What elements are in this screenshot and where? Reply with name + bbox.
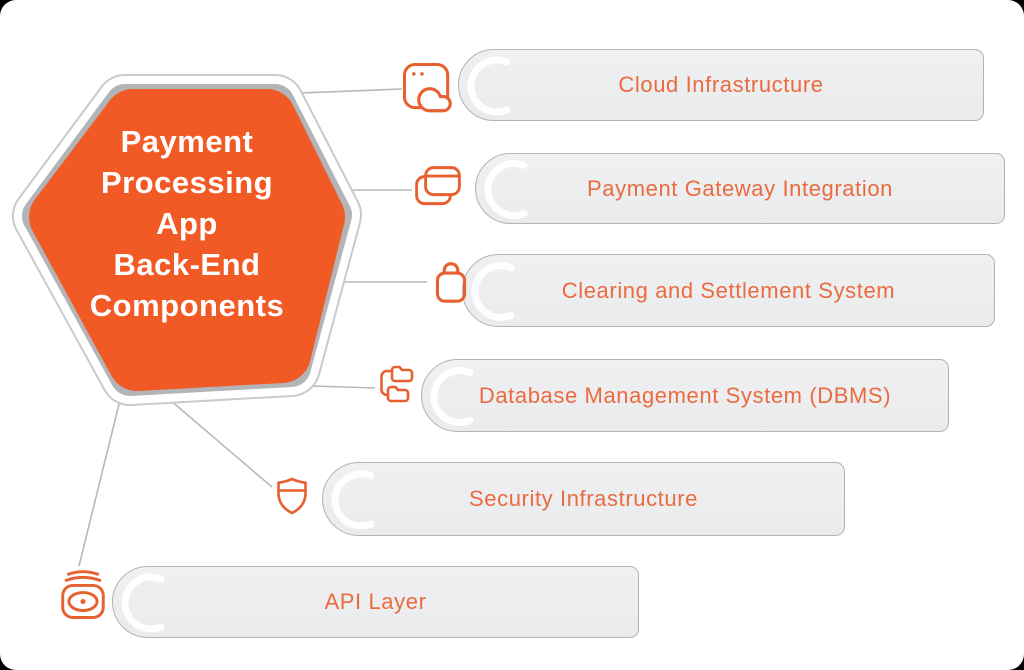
pill-highlight-arc <box>121 573 165 633</box>
component-pill: Payment Gateway Integration <box>475 153 1005 224</box>
hexagon-title-line: Processing <box>100 165 274 200</box>
component-pill-label: API Layer <box>324 589 427 614</box>
hexagon-title-line: App <box>156 206 218 241</box>
pill-highlight-arc <box>471 262 515 321</box>
component-pill: Security Infrastructure <box>322 462 845 536</box>
connector-line <box>169 399 273 488</box>
trash-bin-icon <box>426 259 476 309</box>
hexagon-title-line: Back-End <box>113 247 261 282</box>
component-pill-label: Cloud Infrastructure <box>618 72 824 97</box>
credit-cards-icon <box>411 162 465 216</box>
component-pill: API Layer <box>112 566 639 638</box>
pill-highlight-arc <box>430 367 474 426</box>
hexagon-title-line: Payment <box>120 124 254 159</box>
folder-tree-icon <box>372 363 420 411</box>
pill-highlight-arc <box>484 160 528 219</box>
connector-line <box>78 399 121 567</box>
cloud-app-icon <box>401 61 457 117</box>
component-pill-label: Clearing and Settlement System <box>561 277 896 303</box>
component-pill-label: Security Infrastructure <box>469 486 698 511</box>
pill-highlight-arc <box>467 56 511 116</box>
shield-icon <box>268 474 316 522</box>
layers-stack-icon <box>56 568 110 622</box>
component-pill-label: Database Management System (DBMS) <box>478 382 892 408</box>
component-pill: Clearing and Settlement System <box>462 254 995 327</box>
hexagon-title-line: Components <box>89 288 285 323</box>
component-pill-label: Payment Gateway Integration <box>586 175 894 201</box>
pill-highlight-arc <box>331 470 375 530</box>
component-pill: Database Management System (DBMS) <box>421 359 949 432</box>
component-pill: Cloud Infrastructure <box>458 49 984 121</box>
